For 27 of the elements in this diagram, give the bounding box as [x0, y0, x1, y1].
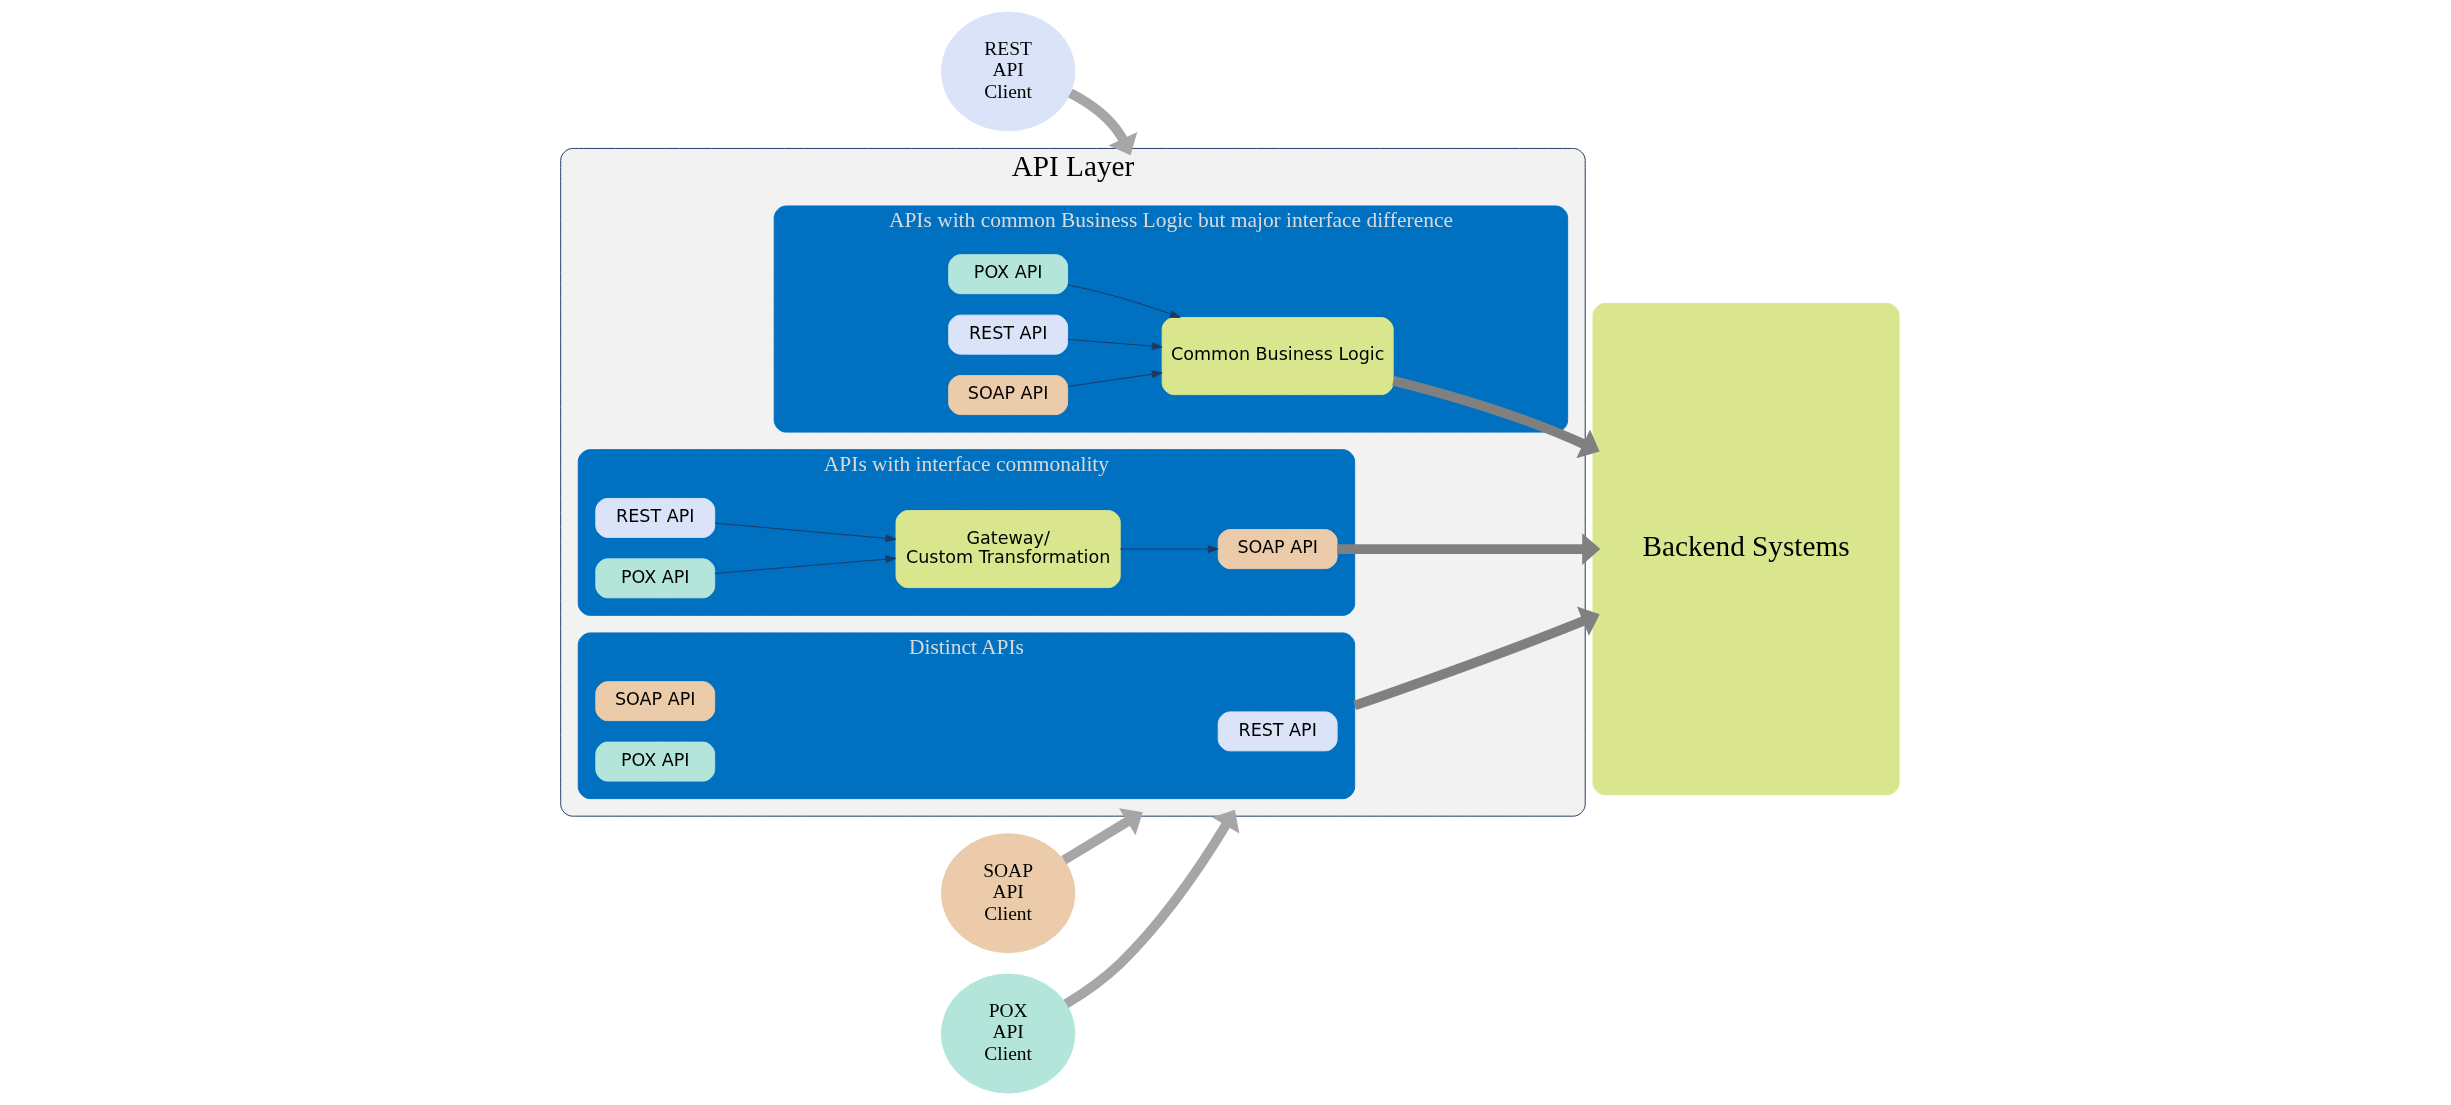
arrow: [1066, 338, 1163, 350]
arrow: [1391, 375, 1600, 459]
node-box: Common Business Logic: [1161, 317, 1394, 396]
node-ellipse: POX API Client: [940, 973, 1075, 1094]
arrow: [1066, 284, 1181, 318]
node-box: REST API: [947, 314, 1068, 355]
arrow: [1067, 88, 1137, 156]
arrow: [1352, 606, 1600, 711]
arrow: [1066, 370, 1163, 387]
node-box: POX API: [594, 558, 715, 599]
node-box: REST API: [594, 497, 715, 538]
node-box: SOAP API: [594, 681, 715, 722]
node-box: SOAP API: [947, 375, 1068, 416]
arrow: [1063, 809, 1239, 1008]
node-box: SOAP API: [1217, 529, 1338, 570]
arrow: [1060, 808, 1143, 865]
node-box: POX API: [947, 254, 1068, 295]
arrow: [714, 522, 896, 543]
arrow: [1336, 533, 1600, 565]
node-box: POX API: [594, 741, 715, 782]
node-ellipse: REST API Client: [940, 11, 1075, 132]
node-ellipse: SOAP API Client: [940, 833, 1075, 954]
node-box: Backend Systems: [1592, 302, 1900, 796]
node-box: Gateway/ Custom Transformation: [895, 510, 1121, 589]
arrow: [1119, 545, 1219, 553]
node-box: REST API: [1217, 711, 1338, 752]
arrow: [714, 555, 896, 574]
